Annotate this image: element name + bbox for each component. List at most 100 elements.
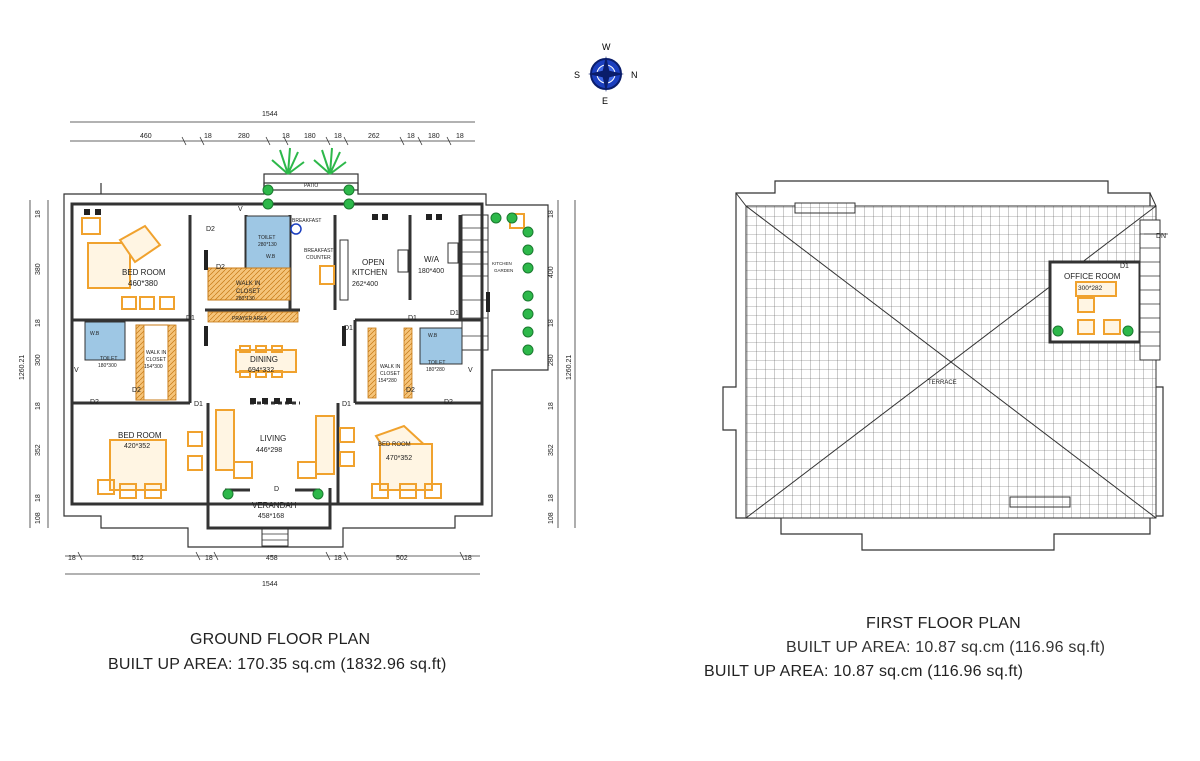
gf-dim-left-7: 18: [35, 494, 42, 502]
door-d1-f: D1: [342, 401, 351, 408]
label-bed2-size: 420*352: [124, 443, 150, 450]
label-walkin3b: CLOSET: [380, 371, 400, 377]
gf-dim-right-1: 18: [548, 210, 555, 218]
gf-dim-right-3: 18: [548, 319, 555, 327]
gf-dim-bot-4: 458: [266, 555, 278, 562]
label-dining: DINING: [250, 355, 278, 364]
label-wa-size: 180*400: [418, 268, 444, 275]
gf-dim-bot-5: 18: [334, 555, 342, 562]
label-toilet1-size: 280*130: [258, 242, 277, 248]
label-wa: W/A: [424, 255, 440, 264]
first-floor-labels: OFFICE ROOM 300*282 TERRACE DN D1: [928, 233, 1166, 386]
gf-dim-left-overall: 1260.21: [19, 355, 26, 380]
label-toilet3-size: 180*280: [426, 367, 445, 373]
compass-w: W: [602, 42, 611, 52]
label-wb1: W.B: [266, 254, 276, 260]
compass: W N E S: [574, 42, 638, 106]
gf-dim-top-10: 18: [456, 133, 464, 140]
door-d1-c: D1: [344, 325, 353, 332]
label-breakfast-top: BREAKFAST: [292, 218, 321, 224]
ground-floor-title: GROUND FLOOR PLAN: [190, 631, 371, 648]
plant-markers: [222, 184, 534, 500]
label-open-kitchen-b: KITCHEN: [352, 268, 387, 277]
label-verandah: VERANDAH: [252, 501, 297, 510]
label-kitchen-garden: KITCHEN: [492, 261, 512, 266]
gf-dim-right-5: 18: [548, 402, 555, 410]
label-bed1: BED ROOM: [122, 268, 166, 277]
compass-n: N: [631, 70, 638, 80]
label-walkin1: WALK IN: [236, 281, 260, 287]
gf-dim-left-3: 18: [35, 319, 42, 327]
door-d1-b: D1: [194, 401, 203, 408]
ground-floor-labels: 1544 460 18 280 18 180 18 262 18 180 18 …: [19, 111, 573, 588]
gf-dim-top-5: 180: [304, 133, 316, 140]
label-toilet1: TOILET: [258, 235, 275, 241]
first-floor-plan: [722, 180, 1168, 551]
compass-s: S: [574, 70, 580, 80]
label-prayer: PRAYER AREA: [232, 316, 268, 322]
gf-dim-top-3: 280: [238, 133, 250, 140]
gf-dim-top-4: 18: [282, 133, 290, 140]
first-floor-area-overlay: BUILT UP AREA: 10.87 sq.cm (116.96 sq.ft…: [786, 639, 1106, 656]
vent-v-c: V: [468, 367, 473, 374]
gf-dim-top-1: 460: [140, 133, 152, 140]
label-dn: DN: [1156, 233, 1166, 240]
label-living-size: 446*298: [256, 447, 282, 454]
gf-dim-bot-3: 18: [205, 555, 213, 562]
gf-dim-right-7: 18: [548, 494, 555, 502]
label-terrace: TERRACE: [928, 380, 957, 386]
gf-dim-bot-1: 18: [68, 555, 76, 562]
label-toilet2-size: 180*300: [98, 363, 117, 369]
label-walkin3-size: 154*280: [378, 378, 397, 384]
gf-dim-top-6: 18: [334, 133, 342, 140]
label-walkin1b: CLOSET: [236, 289, 260, 295]
door-d2-c: D2: [132, 387, 141, 394]
door-d: D: [274, 486, 279, 493]
gf-dim-top-overall: 1544: [262, 111, 278, 118]
label-office: OFFICE ROOM: [1064, 272, 1121, 281]
label-wb3: W.B: [428, 333, 438, 339]
label-office-size: 300*282: [1078, 285, 1103, 292]
label-ff-door: D1: [1120, 263, 1129, 270]
gf-dim-top-9: 180: [428, 133, 440, 140]
gf-dim-right-overall: 1260.21: [566, 355, 573, 380]
door-d2-a: D2: [206, 226, 215, 233]
first-floor-title: FIRST FLOOR PLAN: [866, 615, 1021, 632]
label-verandah-size: 458*168: [258, 513, 284, 520]
gf-dim-left-6: 352: [35, 444, 42, 456]
ground-floor-plan: [29, 121, 576, 575]
label-walkin2: WALK IN: [146, 350, 167, 356]
label-open-kitchen-size: 262*400: [352, 281, 378, 288]
label-walkin1-size: 280*130: [236, 296, 255, 302]
gf-dim-right-4: 280: [548, 354, 555, 366]
gf-dim-bot-overall: 1544: [262, 581, 278, 588]
gf-dim-bot-7: 18: [464, 555, 472, 562]
label-breakfast: BREAKFAST: [304, 248, 333, 254]
door-d1-d: D1: [408, 315, 417, 322]
label-patio: PATIO: [304, 183, 318, 189]
vent-v-b: V: [74, 367, 79, 374]
gf-dim-left-5: 18: [35, 402, 42, 410]
label-walkin2-size: 154*300: [144, 364, 163, 370]
label-open-kitchen: OPEN: [362, 258, 385, 267]
label-bed3: BED ROOM: [378, 442, 411, 448]
label-bed1-size: 460*380: [128, 279, 158, 288]
gf-dim-top-2: 18: [204, 133, 212, 140]
label-dining-size: 694*332: [248, 367, 274, 374]
compass-e: E: [602, 96, 608, 106]
gf-dim-top-8: 18: [407, 133, 415, 140]
label-bed3-size: 470*352: [386, 455, 412, 462]
furniture: [81, 213, 525, 499]
gf-dim-right-8: 108: [548, 512, 555, 524]
gf-dim-right-2: 400: [548, 266, 555, 278]
vent-v-a: V: [238, 206, 243, 213]
gf-dim-top-7: 262: [368, 133, 380, 140]
label-breakfast-b: COUNTER: [306, 255, 331, 261]
label-living: LIVING: [260, 434, 286, 443]
gf-dim-bot-2: 512: [132, 555, 144, 562]
gf-dim-right-6: 352: [548, 444, 555, 456]
label-kitchen-garden-b: GARDEN: [494, 268, 513, 273]
gf-dim-bot-6: 502: [396, 555, 408, 562]
door-d1-a: D1: [186, 315, 195, 322]
